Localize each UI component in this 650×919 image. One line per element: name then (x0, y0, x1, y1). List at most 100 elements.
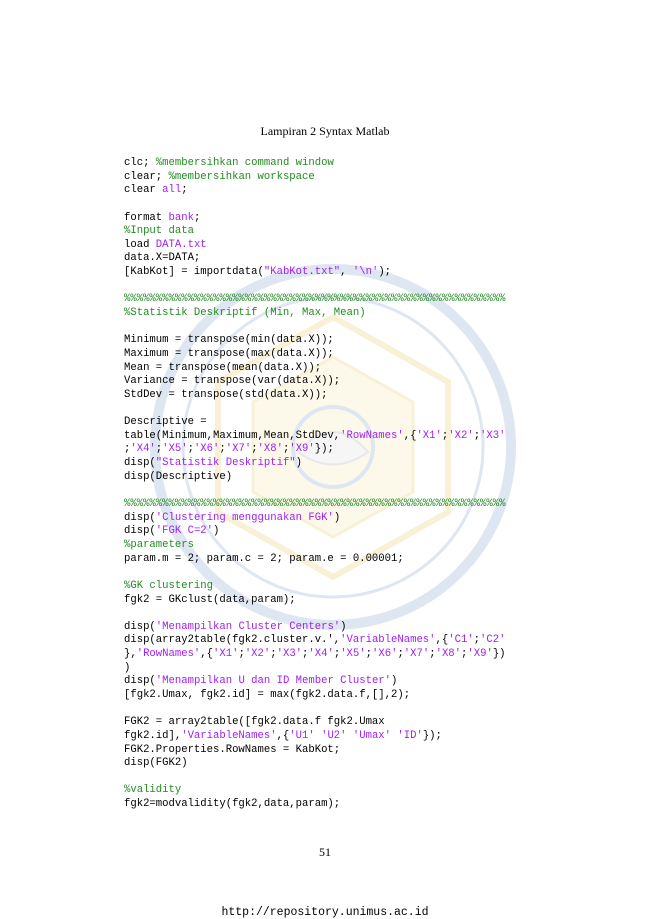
page-number: 51 (319, 845, 331, 859)
code-string: 'X7' (225, 443, 252, 456)
code-line (124, 321, 564, 335)
code-line: Descriptive = (124, 416, 564, 430)
code-comment: %%%%%%%%%%%%%%%%%%%%%%%%%%%%%%%%%%%%%%%%… (124, 498, 506, 511)
code-line: %parameters (124, 539, 564, 553)
code-line: %%%%%%%%%%%%%%%%%%%%%%%%%%%%%%%%%%%%%%%%… (124, 498, 564, 512)
code-text: ; (124, 443, 131, 456)
code-text: Variance = transpose(var(data.X)); (124, 375, 341, 388)
code-string: "Statistik Deskriptif" (155, 457, 296, 470)
code-string: 'VariableNames' (340, 634, 436, 647)
code-text: }, (124, 648, 137, 661)
code-string: 'X6' (372, 648, 398, 661)
code-string: 'X2' (244, 648, 271, 661)
code-line: disp('Menampilkan U dan ID Member Cluste… (124, 675, 564, 689)
code-line: param.m = 2; param.c = 2; param.e = 0.00… (124, 553, 564, 567)
code-string: 'X9' (289, 443, 315, 456)
footer-url: http://repository.unimus.ac.id (221, 906, 429, 919)
code-text: ; (238, 648, 245, 661)
code-text: StdDev = transpose(std(data.X)); (124, 388, 328, 401)
code-text: Descriptive = (124, 416, 207, 429)
code-text: }) (492, 648, 506, 661)
code-text: Maximum = transpose(max(data.X)); (124, 347, 334, 360)
code-text: ; (187, 443, 194, 456)
code-comment: %Input data (124, 225, 194, 238)
code-line (124, 607, 564, 621)
code-text: data.X=DATA; (124, 252, 201, 265)
code-text: ,{ (276, 729, 290, 742)
code-text: ) (213, 525, 220, 538)
code-string: 'U1' 'U2' 'Umax' 'ID' (289, 729, 423, 742)
code-string: 'X9' (467, 648, 493, 661)
code-line: fgk2.id],'VariableNames',{'U1' 'U2' 'Uma… (124, 730, 564, 744)
code-line: Variance = transpose(var(data.X)); (124, 375, 564, 389)
code-line: table(Minimum,Maximum,Mean,StdDev,'RowNa… (124, 430, 564, 444)
code-text: clc; (124, 157, 156, 169)
code-text: Minimum = transpose(min(data.X)); (124, 334, 334, 347)
code-text: [KabKot] = importdata( (124, 266, 264, 279)
code-comment: %validity (124, 784, 182, 797)
code-text: ; (473, 429, 481, 442)
code-text: fgk2=modvalidity(fgk2,data,param); (124, 798, 341, 811)
code-line: data.X=DATA; (124, 252, 564, 266)
code-comment: %%%%%%%%%%%%%%%%%%%%%%%%%%%%%%%%%%%%%%%%… (124, 293, 506, 306)
code-line: clear all; (124, 184, 564, 198)
code-line: disp('Menampilkan Cluster Centers') (124, 621, 564, 635)
code-text: ; (365, 648, 372, 661)
code-line: [KabKot] = importdata("KabKot.txt", '\n'… (124, 266, 564, 280)
code-comment: %Statistik Deskriptif (Min, Max, Mean) (124, 307, 366, 320)
code-line: clc; %membersihkan command window (124, 157, 564, 171)
code-string: 'X7' (403, 648, 430, 661)
code-line: clear; %membersihkan workspace (124, 171, 564, 185)
code-text: ; (193, 211, 201, 224)
code-string: 'X1' (416, 429, 442, 442)
code-text: disp(FGK2) (124, 757, 188, 770)
code-line: disp('Clustering menggunakan FGK') (124, 512, 564, 526)
code-text: disp( (124, 525, 156, 538)
code-string: 'X3' (276, 648, 303, 661)
code-line (124, 484, 564, 498)
code-line: disp(FGK2) (124, 757, 564, 771)
code-comment: %membersihkan workspace (168, 170, 315, 183)
code-text: disp( (124, 457, 156, 470)
code-text: Mean = transpose(mean(data.X)); (124, 361, 322, 374)
code-line: %Input data (124, 225, 564, 239)
code-line: ;'X4';'X5';'X6';'X7';'X8';'X9'}); (124, 443, 564, 457)
code-line: FGK2.Properties.RowNames = KabKot; (124, 744, 564, 758)
code-text: ,{ (435, 634, 449, 647)
code-line: StdDev = transpose(std(data.X)); (124, 389, 564, 403)
code-string: 'FGK C=2' (155, 525, 214, 538)
code-text: clear; (124, 170, 169, 183)
code-string: DATA.txt (155, 238, 207, 251)
code-string: 'RowNames' (340, 429, 404, 442)
code-text: ,{ (200, 648, 214, 661)
code-text: ) (124, 661, 131, 674)
code-text: ) (295, 457, 303, 470)
code-string: 'Menampilkan U dan ID Member Cluster' (155, 675, 392, 688)
code-string: 'X4' (308, 648, 334, 661)
code-line: ) (124, 662, 564, 676)
code-line (124, 703, 564, 717)
code-text: table(Minimum,Maximum,Mean,StdDev, (124, 429, 341, 442)
code-line (124, 403, 564, 417)
code-text: ; (219, 443, 226, 456)
code-line: %GK clustering (124, 580, 564, 594)
code-line (124, 566, 564, 580)
code-line: disp(array2table(fgk2.cluster.v.','Varia… (124, 634, 564, 648)
code-line: Minimum = transpose(min(data.X)); (124, 334, 564, 348)
code-string: all (162, 184, 182, 197)
code-line: load DATA.txt (124, 239, 564, 253)
code-line: FGK2 = array2table([fgk2.data.f fgk2.Uma… (124, 716, 564, 730)
code-string: 'X8' (257, 443, 283, 456)
code-text: FGK2 = array2table([fgk2.data.f fgk2.Uma… (124, 716, 385, 729)
code-text: ; (397, 648, 404, 661)
code-string: 'VariableNames' (181, 729, 277, 742)
code-string: bank (168, 211, 194, 224)
code-comment: %parameters (124, 538, 194, 551)
code-string: 'C1' (448, 634, 474, 647)
code-text: ,{ (403, 429, 417, 442)
code-text: disp( (124, 675, 156, 688)
code-string: 'X6' (193, 443, 220, 456)
code-string: 'C2' (480, 634, 506, 647)
code-string: 'X1' (213, 648, 239, 661)
